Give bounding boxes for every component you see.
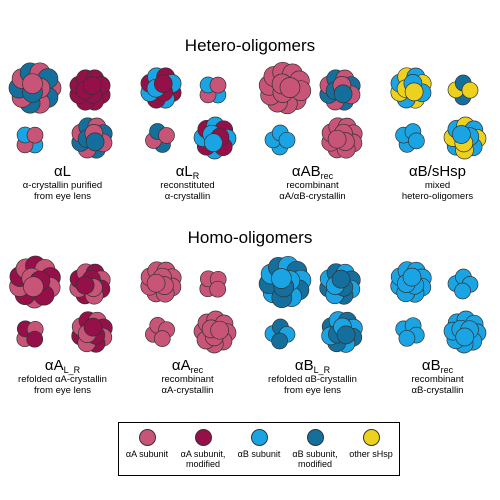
subunit-circle: [333, 84, 353, 104]
subunit-circle: [455, 327, 475, 347]
legend-item: αB subunit, modified: [288, 429, 342, 470]
legend-swatch: [306, 429, 324, 446]
oligomer-cluster-art: [9, 255, 113, 353]
subunit-circle: [461, 81, 479, 99]
subunit-circle: [204, 133, 223, 153]
subunit-circle: [23, 276, 44, 298]
caption-desc-2: αA-crystallin: [161, 385, 214, 397]
subunit-circle: [209, 280, 227, 298]
legend-item: αA subunit, modified: [176, 429, 230, 470]
subunit-circle: [209, 76, 227, 94]
legend-swatch: [194, 429, 212, 446]
caption-name: αArec: [171, 357, 204, 375]
caption-name: αLR: [175, 163, 200, 181]
caption-desc-2: αB-crystallin: [411, 385, 464, 397]
legend-label: αA subunit,: [180, 449, 226, 459]
subunit-circle: [82, 76, 102, 95]
subunit-circle: [336, 325, 356, 345]
cell-alpha-b-lr: αBL_R refolded αB-crystallin from eye le…: [250, 252, 375, 397]
legend-label: αB subunit,: [292, 449, 338, 459]
legend-swatch: [250, 429, 268, 446]
oligomer-cluster-art: [258, 255, 363, 353]
subunit-circle: [158, 127, 175, 144]
subunit-circle: [271, 268, 292, 289]
legend-label: αB subunit: [237, 449, 281, 459]
subunit-circle: [408, 132, 425, 150]
subunit-circle: [404, 82, 424, 102]
caption-desc-2: from eye lens: [283, 385, 342, 397]
caption-name: αL: [53, 163, 71, 180]
legend-item: αA subunit: [120, 429, 174, 459]
caption-desc-1: mixed: [424, 180, 451, 192]
caption-desc-2: α-crystallin: [164, 191, 211, 203]
subunit-circle: [22, 73, 43, 95]
caption-desc-1: refolded αA-crystallin: [18, 374, 107, 386]
subunit-circle: [398, 329, 416, 347]
subunit-circle: [153, 74, 173, 93]
legend-label: modified: [297, 459, 333, 470]
subunit-circle: [26, 126, 44, 144]
caption-desc-1: recombinant: [161, 374, 214, 386]
caption-desc-1: recombinant: [286, 180, 339, 192]
legend-swatch: [362, 429, 380, 446]
subunit-circle: [146, 273, 166, 293]
cell-alpha-ab-rec: αABrec recombinant αA/αB-crystallin: [250, 58, 375, 203]
oligomer-cluster-art: [390, 261, 487, 354]
cell-alpha-b-rec: αBrec recombinant αB-crystallin: [375, 252, 500, 397]
legend-label: αA subunit: [125, 449, 169, 459]
oligomer-cluster-art: [140, 67, 237, 160]
cell-alpha-a-rec: αArec recombinant αA-crystallin: [125, 252, 250, 397]
subunit-circle: [210, 320, 229, 340]
caption-desc-1: α-crystallin purified: [22, 180, 103, 192]
legend-item: αB subunit: [232, 429, 286, 459]
caption-desc-1: refolded αB-crystallin: [268, 374, 357, 386]
oligomer-cluster-art: [8, 62, 113, 159]
oligomer-cluster-art: [390, 67, 487, 160]
caption-desc-2: from eye lens: [33, 191, 92, 203]
subunit-circle: [279, 77, 301, 98]
legend-item: other sHsp: [344, 429, 398, 459]
caption-desc-1: reconstituted: [160, 180, 215, 192]
hetero-oligomers-title: Hetero-oligomers: [184, 36, 316, 55]
cell-alpha-l: αL α-crystallin purified from eye lens: [0, 58, 125, 203]
subunit-circle: [454, 282, 471, 300]
subunit-circle: [331, 269, 351, 289]
subunit-circle: [452, 125, 471, 144]
cell-alpha-b-shsp: αB/sHsp mixed hetero-oligomers: [375, 58, 500, 203]
caption-name: αB/sHsp: [408, 163, 467, 180]
caption-desc-2: hetero-oligomers: [401, 191, 474, 203]
subunit-circle: [278, 131, 296, 149]
caption-name: αABrec: [291, 163, 334, 181]
homo-oligomers-title: Homo-oligomers: [187, 228, 313, 247]
caption-desc-2: from eye lens: [33, 385, 92, 397]
subunit-circle: [153, 330, 171, 347]
subunit-circle: [402, 267, 422, 287]
subunit-circle: [26, 330, 44, 348]
subunit-circle: [327, 129, 347, 149]
subunit-circle: [83, 317, 103, 337]
cell-alpha-a-lr: αAL_R refolded αA-crystallin from eye le…: [0, 252, 125, 397]
caption-name: αBrec: [421, 357, 454, 375]
legend-label: other sHsp: [349, 449, 393, 459]
caption-desc-1: recombinant: [411, 374, 464, 386]
legend-box: αA subunit αA subunit, modified αB subun…: [118, 422, 400, 476]
subunit-circle: [85, 132, 105, 152]
subunit-circle: [75, 275, 95, 295]
legend-swatch: [138, 429, 156, 446]
oligomer-cluster-art: [258, 61, 363, 159]
legend-label: modified: [185, 459, 221, 470]
subunit-circle: [271, 332, 288, 350]
caption-name: αBL_R: [294, 357, 331, 375]
oligomer-cluster-art: [140, 261, 237, 354]
caption-name: αAL_R: [44, 357, 81, 375]
caption-desc-2: αA/αB-crystallin: [279, 191, 346, 203]
cell-alpha-lr: αLR reconstituted α-crystallin: [125, 58, 250, 203]
